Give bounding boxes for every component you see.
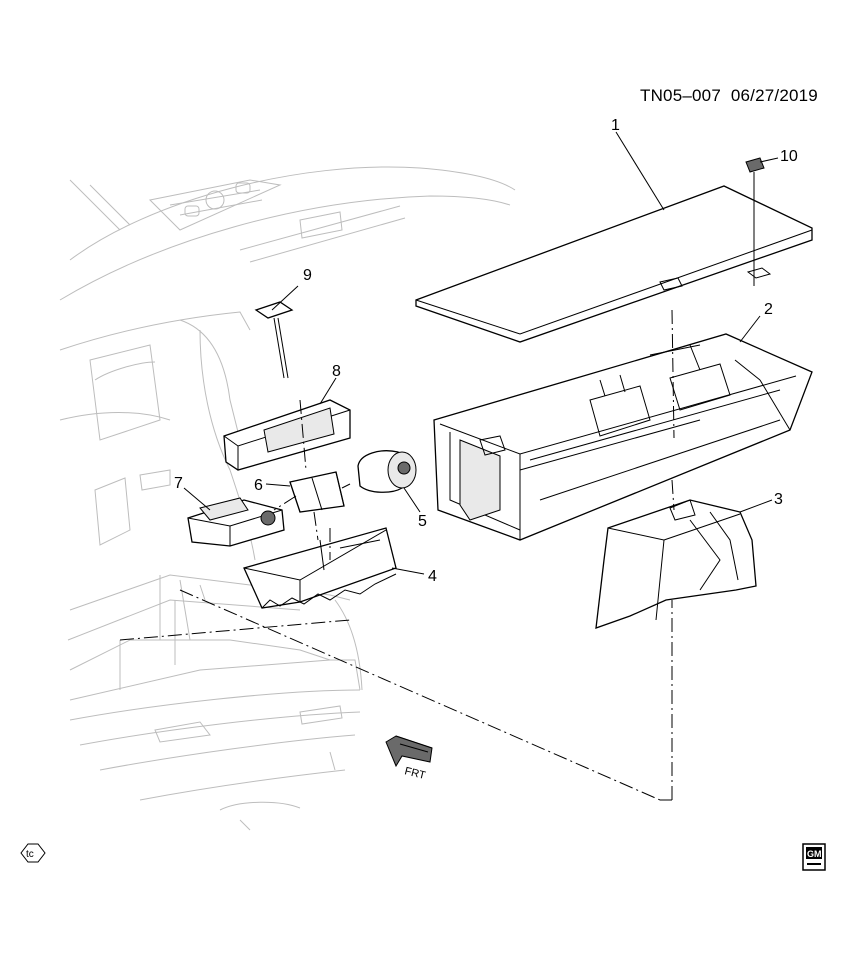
part-7-tool-kit <box>187 497 285 547</box>
callout-6: 6 <box>254 477 263 494</box>
callout-1: 1 <box>611 117 620 134</box>
callout-7: 7 <box>174 475 183 492</box>
callout-4: 4 <box>428 568 437 585</box>
callout-3: 3 <box>774 491 783 508</box>
part-2-storage-compartment <box>433 333 813 541</box>
part-1-load-floor-panel <box>415 185 813 343</box>
diagram-code-date: TN05–007 06/27/2019 <box>640 86 818 106</box>
callout-2: 2 <box>764 301 773 318</box>
leader-lines <box>183 131 779 575</box>
part-8-storage-box <box>223 399 351 471</box>
callout-5: 5 <box>418 513 427 530</box>
part-10-fastener <box>745 157 765 286</box>
part-4-tray <box>243 527 397 609</box>
part-9-bolt <box>254 301 294 379</box>
gm-logo: GM <box>802 843 826 871</box>
part-5-jack <box>357 450 417 493</box>
phantom-lines <box>119 309 675 801</box>
callout-9: 9 <box>303 267 312 284</box>
front-arrow: FRT <box>385 735 433 782</box>
vehicle-rear-outline <box>59 166 516 831</box>
callout-8: 8 <box>332 363 341 380</box>
front-arrow-label: FRT <box>403 765 427 782</box>
part-6-bracket <box>289 471 345 513</box>
gm-logo-text: GM <box>807 849 822 859</box>
tc-badge-icon: tc <box>20 843 46 863</box>
diagram-code: TN05–007 <box>640 86 721 105</box>
tc-badge-text: tc <box>26 849 34 860</box>
callout-labels: 1 2 3 4 5 6 7 8 9 10 <box>174 117 798 585</box>
callout-10: 10 <box>780 148 798 165</box>
diagram-date: 06/27/2019 <box>730 86 818 105</box>
part-3-trim-panel <box>595 499 757 629</box>
